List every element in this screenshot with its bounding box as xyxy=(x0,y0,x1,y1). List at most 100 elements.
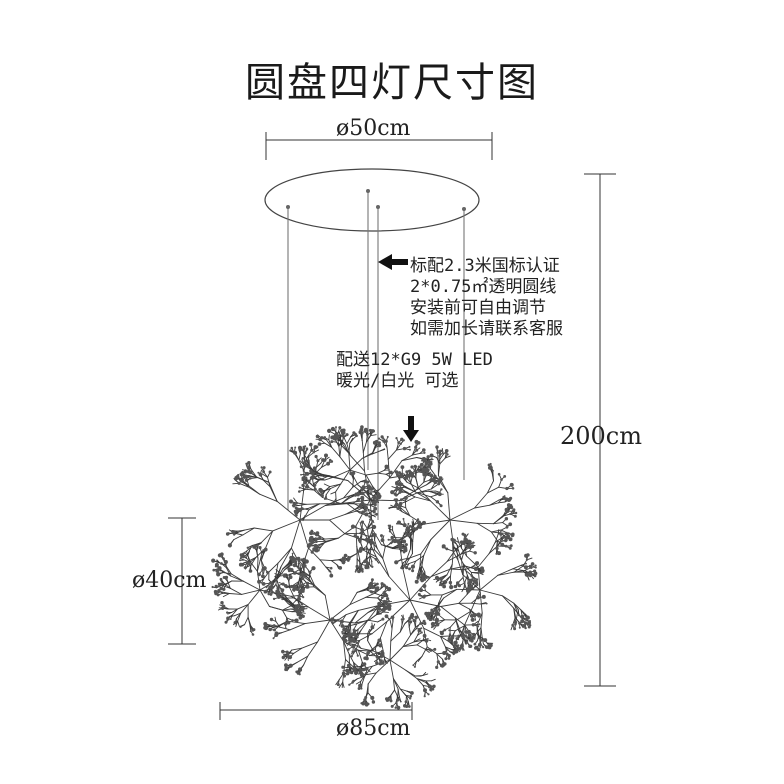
branch-bud xyxy=(358,669,363,673)
branch-bud xyxy=(292,502,296,506)
branch-bud xyxy=(457,541,460,544)
branch-bud xyxy=(330,440,334,444)
canopy-plate xyxy=(264,168,480,232)
branch-bud xyxy=(476,647,481,652)
branch-twig xyxy=(368,540,377,558)
branch-twig xyxy=(308,547,321,561)
branch-bud xyxy=(397,520,401,525)
branch-twig xyxy=(362,549,377,558)
branch-twig xyxy=(382,557,390,577)
branch-bud xyxy=(274,631,279,635)
branch-bud xyxy=(300,572,305,577)
branch-bud xyxy=(300,602,304,606)
branch-twig xyxy=(416,678,424,686)
branch-bud xyxy=(366,651,370,655)
branch-twig xyxy=(222,593,230,598)
branch-bud xyxy=(268,582,272,585)
branch-bud xyxy=(476,612,481,617)
branch-bud xyxy=(463,538,467,541)
branch-twig xyxy=(343,640,350,655)
branch-twig xyxy=(377,469,385,474)
branch-twig xyxy=(340,469,351,485)
branch-bud xyxy=(343,634,347,638)
branch-twig xyxy=(242,527,255,536)
branch-twig xyxy=(389,460,403,479)
branch-bud xyxy=(370,585,375,589)
branch-bud xyxy=(437,479,442,483)
branch-bud xyxy=(524,572,529,577)
branch-twig xyxy=(522,559,528,567)
branch-bud xyxy=(447,657,451,660)
branch-bud xyxy=(445,652,449,656)
branch-bud xyxy=(445,547,449,551)
branch-bud xyxy=(513,514,517,518)
branch-bud xyxy=(523,565,528,570)
branch-bud xyxy=(398,471,401,475)
branch-twig xyxy=(443,588,458,599)
branch-bud xyxy=(227,543,232,548)
branch-bud xyxy=(394,498,399,502)
branch-bud xyxy=(471,623,475,627)
branch-twig xyxy=(470,589,481,612)
branch-bud xyxy=(398,501,403,506)
branch-bud xyxy=(470,617,475,622)
branch-bud xyxy=(416,575,420,580)
branch-bud xyxy=(261,568,265,571)
branch-twig xyxy=(377,597,384,605)
branch-bud xyxy=(283,622,288,626)
branch-bud xyxy=(369,590,373,593)
branch-bud xyxy=(380,596,384,599)
branch-twig xyxy=(281,605,292,611)
branch-bud xyxy=(315,540,318,543)
branch-bud xyxy=(320,436,324,440)
branch-bud xyxy=(520,614,525,619)
branch-bud xyxy=(355,564,359,569)
branch-bud xyxy=(309,442,313,447)
branch-bud xyxy=(466,589,470,593)
branch-bud xyxy=(403,564,406,567)
branch-twig xyxy=(366,519,371,529)
branch-bud xyxy=(386,697,391,701)
branch-bud xyxy=(341,665,345,669)
branch-twig xyxy=(458,550,463,561)
branch-bud xyxy=(323,458,327,462)
branch-bud xyxy=(390,704,394,708)
branch-twig xyxy=(452,550,459,561)
branch-bud xyxy=(268,470,272,474)
shade-width-label: ø85cm xyxy=(336,716,411,741)
branch-bud xyxy=(509,506,512,509)
branch-bud xyxy=(509,482,514,487)
branch-twig xyxy=(384,658,387,664)
branch-bud xyxy=(514,620,518,625)
branch-bud xyxy=(336,683,340,687)
branch-bud xyxy=(237,473,240,477)
branch-bud xyxy=(358,540,362,544)
branch-twig xyxy=(346,443,351,456)
branch-bud xyxy=(359,502,363,506)
branch-twig xyxy=(256,550,259,560)
branch-twig xyxy=(474,504,491,509)
branch-bud xyxy=(358,547,362,551)
branch-bud xyxy=(466,539,471,544)
branch-twig xyxy=(235,620,239,627)
branch-twig xyxy=(225,564,232,575)
shade-height-label: ø40cm xyxy=(132,568,207,593)
branch-twig xyxy=(372,528,382,546)
branch-twig xyxy=(385,473,391,478)
branch-bud xyxy=(298,667,303,672)
branch-bud xyxy=(346,663,351,668)
branch-twig xyxy=(325,488,331,496)
branch-twig xyxy=(497,571,515,576)
branch-bud xyxy=(446,648,449,651)
branch-twig xyxy=(357,649,363,663)
branch-twig xyxy=(406,491,416,498)
branch-bud xyxy=(387,603,391,606)
branch-bud xyxy=(349,670,354,675)
branch-twig xyxy=(461,547,468,557)
branch-bud xyxy=(364,491,367,494)
branch-bud xyxy=(359,505,363,509)
branch-twig xyxy=(304,488,315,491)
branch-bud xyxy=(212,568,216,572)
branch-bud xyxy=(302,596,305,599)
